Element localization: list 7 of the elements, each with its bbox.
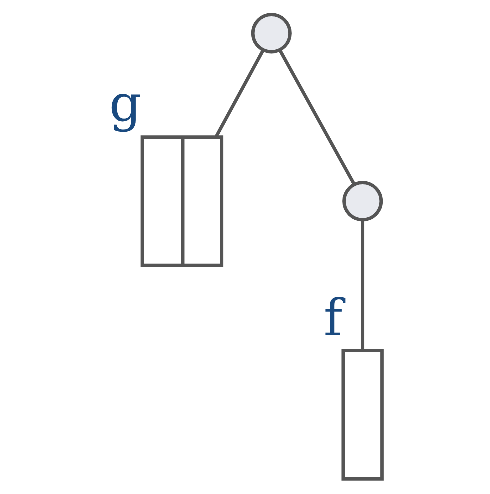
node-circle bbox=[342, 181, 383, 222]
node-circle bbox=[250, 13, 292, 54]
connector bbox=[214, 50, 264, 138]
connector bbox=[360, 220, 364, 351]
node-bar bbox=[341, 349, 384, 481]
connector bbox=[278, 50, 356, 186]
node-label: g bbox=[108, 74, 142, 134]
